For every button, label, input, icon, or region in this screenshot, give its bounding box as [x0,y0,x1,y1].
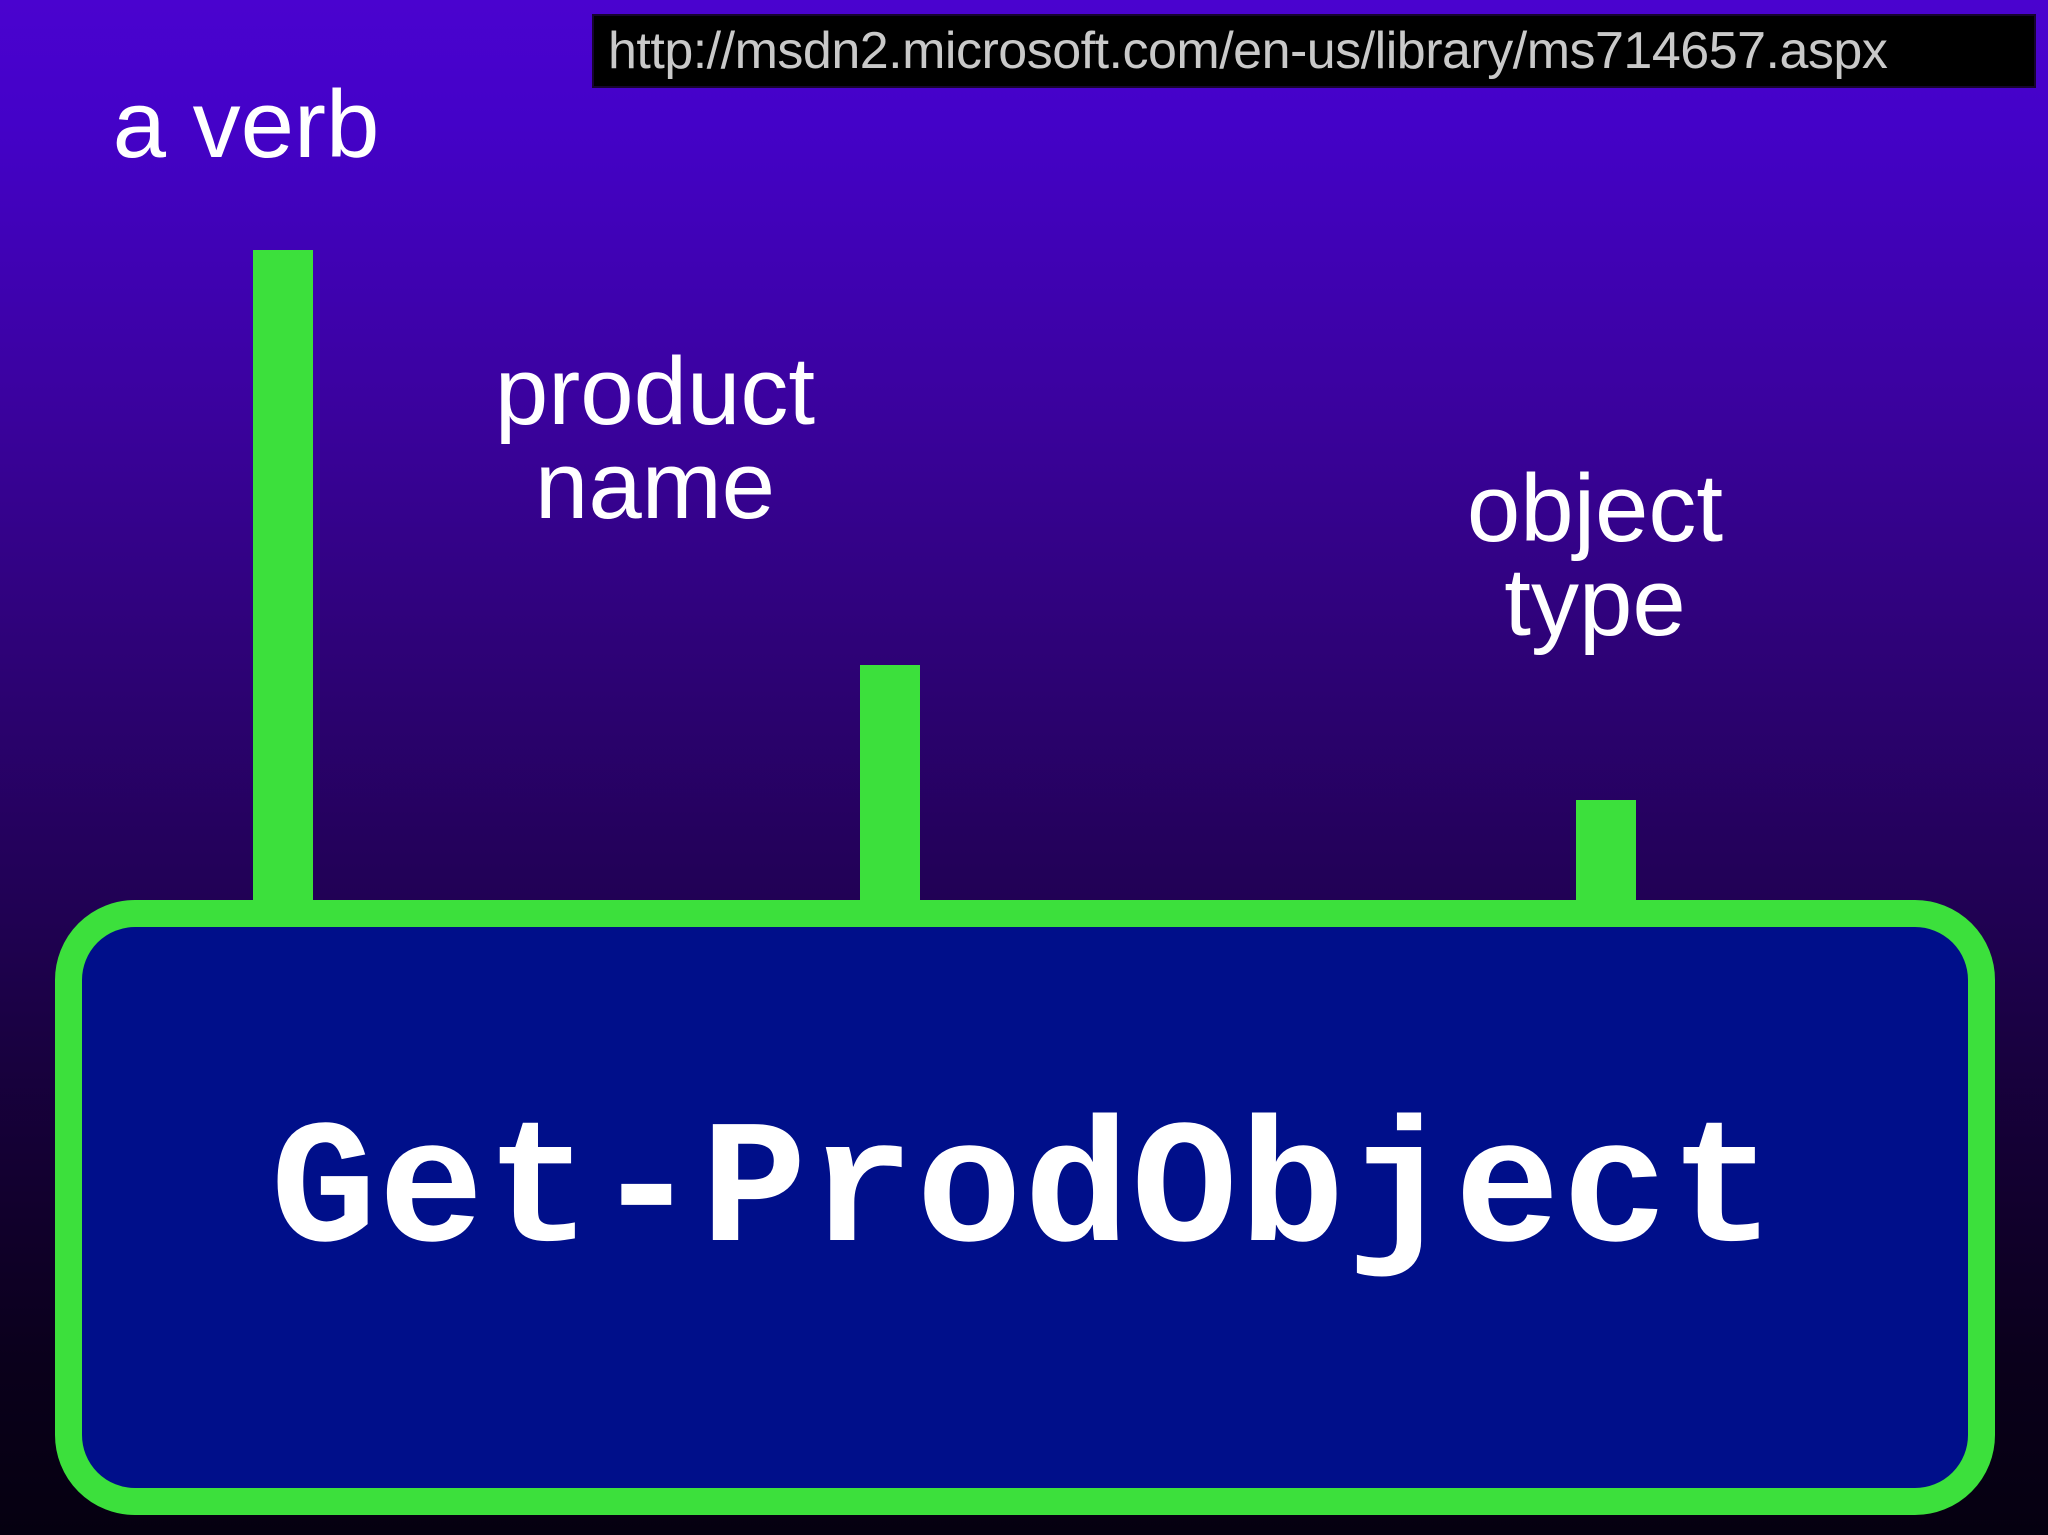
callout-label-verb: a verb [112,71,380,178]
url-bar: http://msdn2.microsoft.com/en-us/library… [592,14,2036,88]
url-text: http://msdn2.microsoft.com/en-us/library… [608,22,1888,80]
connector-line-verb [253,250,313,950]
command-text: Get-ProdObject [270,1093,1778,1293]
command-box [55,900,1995,1515]
callout-label-object-type: object type [1466,455,1724,657]
callout-label-product-name: product name [494,338,816,540]
